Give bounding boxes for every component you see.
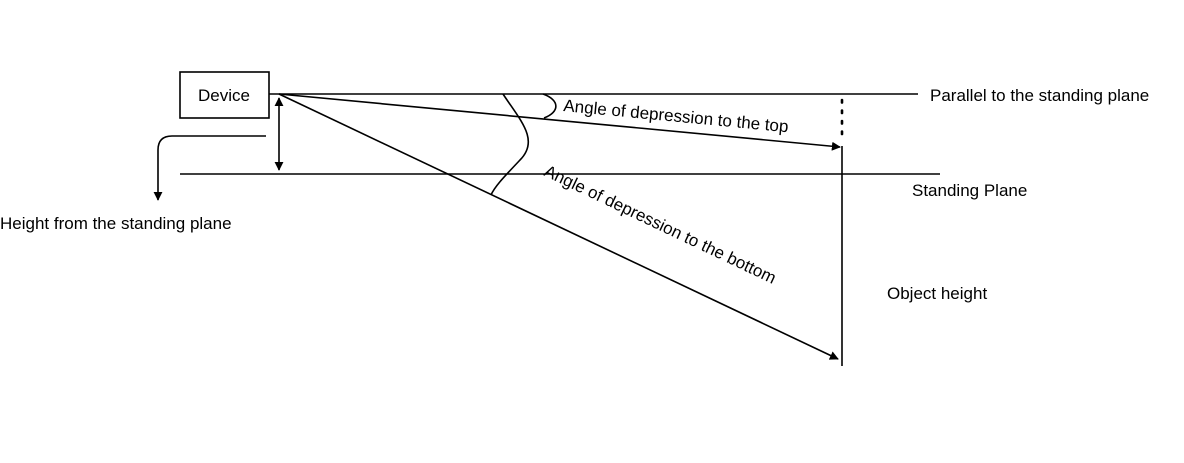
- angle-bottom-arc: [490, 93, 530, 196]
- parallel-label: Parallel to the standing plane: [930, 86, 1149, 105]
- sightline-to-top: [278, 93, 841, 151]
- angle-bottom-label: Angle of depression to the bottom: [541, 161, 779, 287]
- device-box: [179, 71, 270, 119]
- standing-plane-label: Standing Plane: [912, 181, 1027, 200]
- angle-top-arc: [542, 93, 557, 119]
- angle-top-label: Angle of depression to the top: [563, 96, 790, 136]
- object-height-label: Object height: [887, 284, 987, 303]
- device-node: Device: [179, 71, 270, 119]
- sightline-to-bottom: [278, 93, 839, 360]
- device-label: Device: [198, 86, 250, 105]
- height-label: Height from the standing plane: [0, 214, 232, 233]
- height-callout-connector: [153, 135, 266, 201]
